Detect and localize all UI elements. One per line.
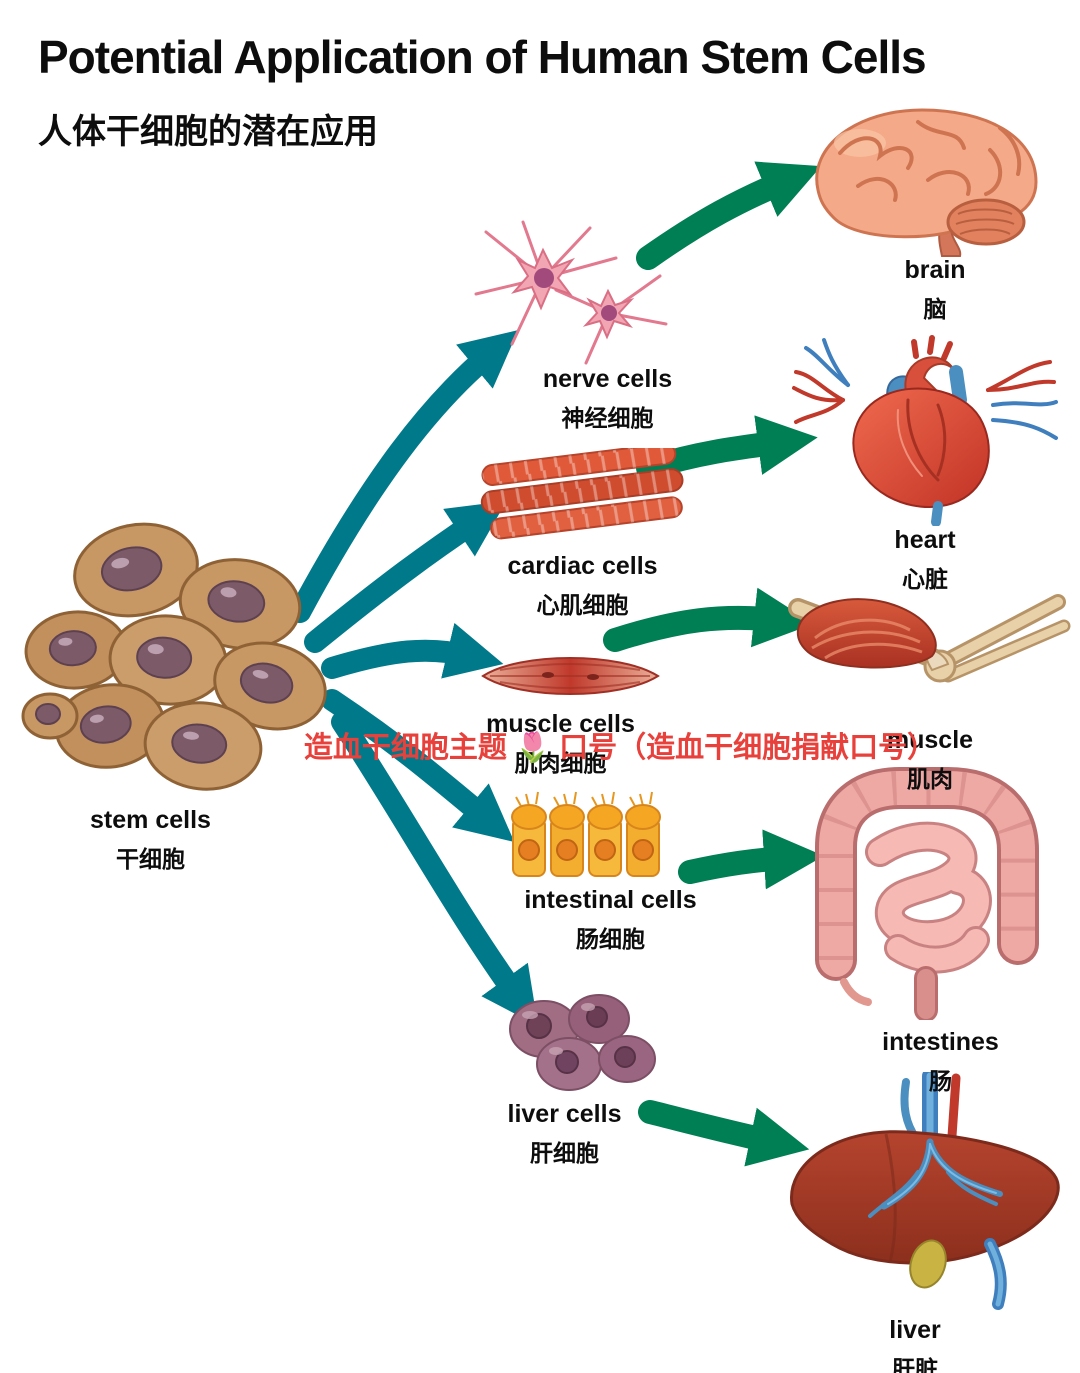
label-muscle-cells-zh: 肌肉细胞 [514, 750, 607, 776]
label-intestinal-cells: intestinal cells 肠细胞 [488, 886, 733, 954]
label-heart-en: heart [894, 526, 956, 554]
arrow-intestinal-to-intestines [678, 829, 824, 890]
label-intestines: intestines 肠 [838, 1028, 1043, 1096]
label-intestinal-cells-zh: 肠细胞 [576, 926, 645, 952]
label-liver-en: liver [889, 1316, 941, 1344]
liver-organ-illustration [778, 1072, 1072, 1312]
label-liver-cells-zh: 肝细胞 [530, 1140, 599, 1166]
label-muscle: muscle 肌肉 [830, 726, 1030, 794]
label-cardiac-cells-zh: 心肌细胞 [536, 592, 629, 618]
label-cardiac-cells-en: cardiac cells [507, 552, 658, 580]
label-muscle-cells: muscle cells 肌肉细胞 [448, 710, 673, 778]
page-subtitle-zh: 人体干细胞的潜在应用 [38, 113, 378, 151]
muscle-cells-illustration [478, 642, 663, 710]
cardiac-cells-illustration [478, 448, 690, 548]
label-heart: heart 心脏 [825, 526, 1025, 594]
label-nerve-cells-zh: 神经细胞 [561, 405, 654, 431]
label-brain: brain 脑 [835, 256, 1035, 324]
label-liver: liver 肝脏 [815, 1316, 1015, 1373]
label-brain-zh: 脑 [923, 296, 947, 322]
muscle-illustration [780, 578, 1072, 724]
label-muscle-cells-en: muscle cells [486, 710, 635, 738]
nerve-cells-illustration [468, 218, 673, 366]
label-heart-zh: 心脏 [902, 566, 948, 592]
label-muscle-en: muscle [886, 726, 974, 754]
label-intestines-zh: 肠 [929, 1068, 952, 1094]
arrow-stem-to-muscle [321, 622, 504, 679]
label-brain-en: brain [904, 256, 966, 284]
label-stem-cells-zh: 干细胞 [116, 846, 185, 872]
label-liver-zh: 肝脏 [892, 1356, 938, 1373]
label-liver-cells-en: liver cells [507, 1100, 622, 1128]
label-nerve-cells: nerve cells 神经细胞 [495, 365, 720, 433]
label-stem-cells-en: stem cells [90, 806, 211, 834]
intestines-illustration [798, 752, 1050, 1020]
label-nerve-cells-en: nerve cells [542, 365, 673, 393]
label-stem-cells: stem cells 干细胞 [38, 806, 263, 874]
label-cardiac-cells: cardiac cells 心肌细胞 [465, 552, 700, 620]
label-muscle-zh: 肌肉 [907, 766, 953, 792]
stem-cells-illustration [18, 508, 348, 803]
page-title: Potential Application of Human Stem Cell… [38, 31, 927, 83]
label-liver-cells: liver cells 肝细胞 [452, 1100, 677, 1168]
brain-illustration [800, 98, 1052, 258]
arrow-muscle-to-muscle [603, 587, 814, 652]
liver-cells-illustration [498, 985, 670, 1097]
heart-illustration [788, 330, 1060, 526]
watermark-text: 造血干细胞主题 🌷 口号（造血干细胞捐献口号） [303, 732, 937, 764]
label-intestinal-cells-en: intestinal cells [524, 886, 697, 914]
intestinal-cells-illustration [498, 788, 670, 884]
label-intestines-en: intestines [882, 1028, 999, 1056]
